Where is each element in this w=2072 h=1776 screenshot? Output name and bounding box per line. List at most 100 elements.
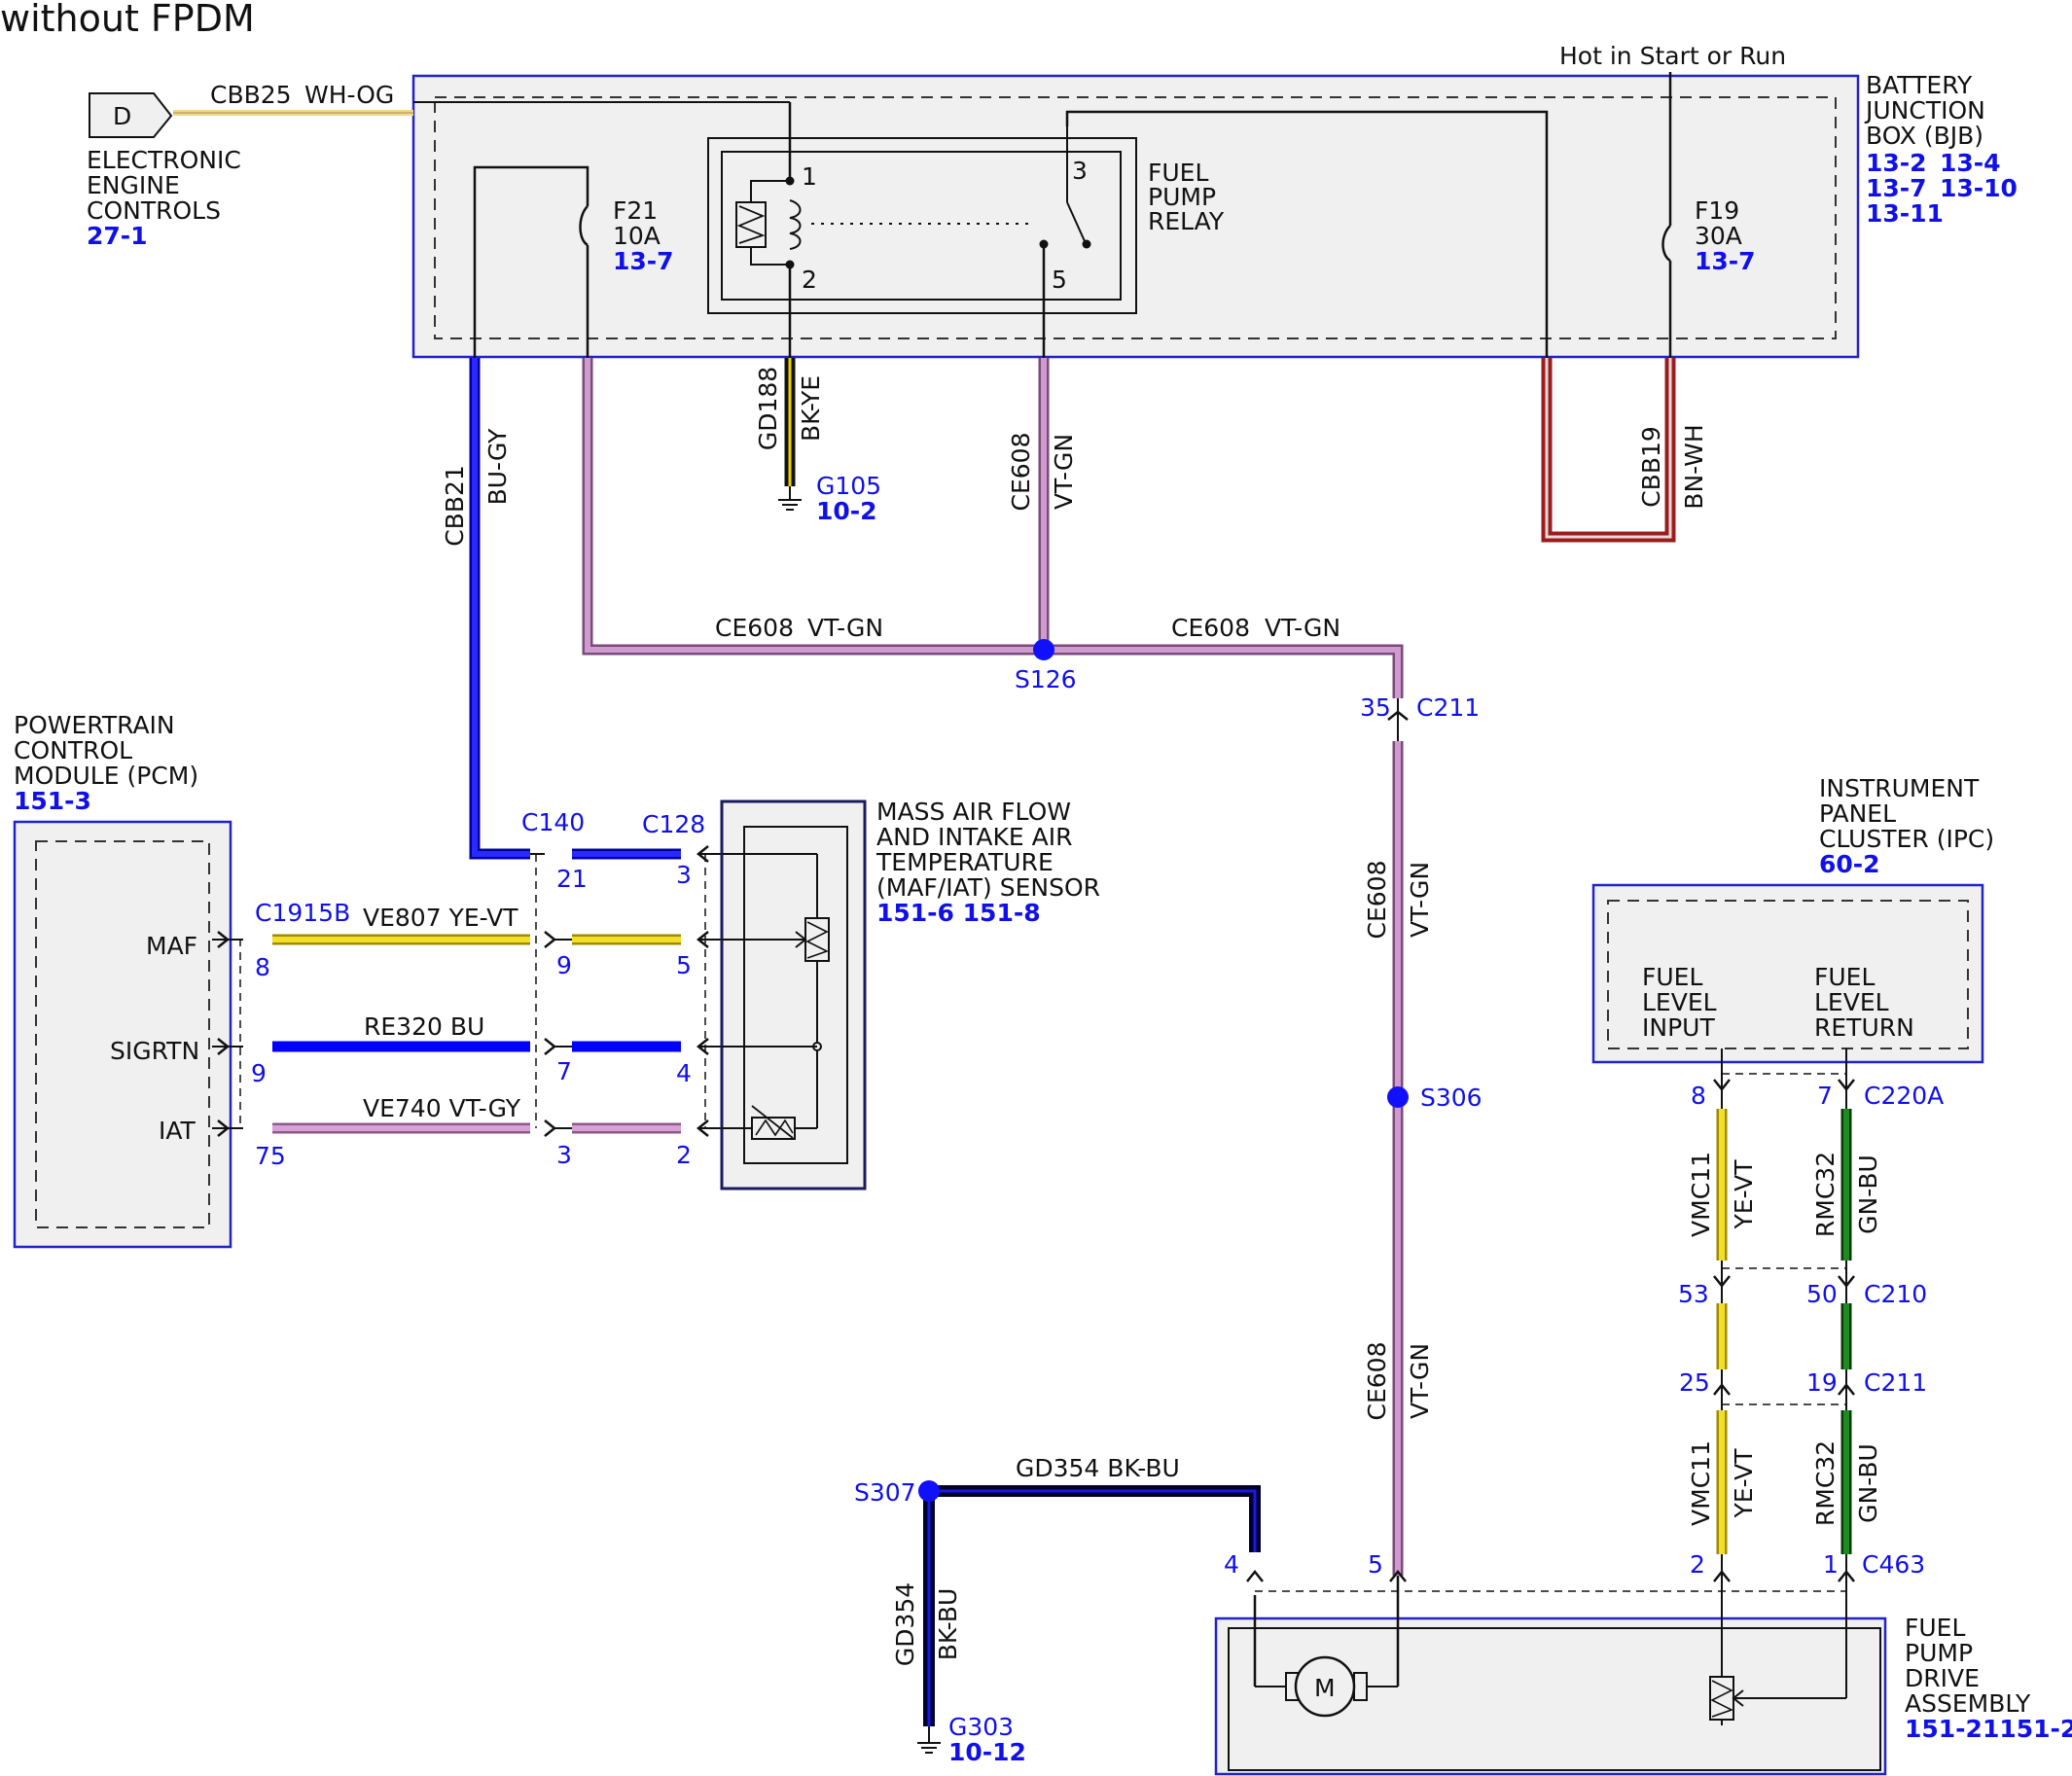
fpda-refs: 151-21151-22 — [1905, 1715, 2072, 1743]
wire-gd354-horizontal — [929, 1489, 1257, 1552]
wire-ce608-lower1-id: CE608 — [1363, 861, 1391, 940]
connector-c210: C210 — [1864, 1280, 1927, 1308]
ipc-input-1: FUEL — [1642, 963, 1702, 991]
splice-s306-label: S306 — [1420, 1083, 1483, 1112]
c140-pin-7: 7 — [556, 1057, 572, 1085]
hot-in-start-run-label: Hot in Start or Run — [1559, 42, 1786, 70]
wire-rmc32-a-color: GN-BU — [1854, 1154, 1882, 1234]
instrument-panel-cluster: INSTRUMENT PANEL CLUSTER (IPC) 60-2 FUEL… — [1591, 774, 1994, 1064]
wire-gd188-color: BK-YE — [797, 375, 825, 442]
chev-c1915b-iat — [217, 1119, 231, 1137]
wire-ce608-vertical-color: VT-GN — [1050, 434, 1078, 510]
iat-thermistor-icon — [751, 1117, 796, 1140]
wire-ce608-left-color: VT-GN — [807, 614, 883, 642]
powertrain-control-module: POWERTRAIN CONTROL MODULE (PCM) 151-3 MA… — [13, 711, 350, 1249]
ground-g303-name: G303 — [948, 1713, 1014, 1741]
pcm-inner-dashed — [35, 840, 210, 1228]
connector-chevrons-left — [217, 845, 709, 1137]
relay-switch-arm — [1066, 201, 1086, 242]
wire-ce608-left-id: CE608 — [715, 614, 794, 642]
relay-pin-1: 1 — [802, 162, 817, 191]
sender-wiper-arrow — [1732, 1689, 1744, 1707]
wire-cbb19-color: BN-WH — [1680, 424, 1708, 509]
maf-label-1: MASS AIR FLOW — [876, 798, 1071, 826]
splice-s306 — [1387, 1086, 1409, 1108]
maf-label-2: AND INTAKE AIR — [876, 823, 1073, 851]
bjb-ref-1: 13-2 — [1866, 149, 1927, 177]
connector-c220a: C220A — [1864, 1082, 1944, 1110]
wire-ce608-lower1-color: VT-GN — [1406, 862, 1434, 938]
wire-cbb21 — [472, 358, 530, 857]
c128-pin-5: 5 — [676, 951, 692, 979]
f21-name: F21 — [613, 196, 658, 225]
motor-right-terminal — [1353, 1672, 1398, 1701]
wire-gd354-v-color: BK-BU — [934, 1588, 962, 1661]
maf-label-4: (MAF/IAT) SENSOR — [876, 873, 1100, 902]
relay-pin-2: 2 — [802, 266, 817, 294]
connector-c128: C128 — [642, 810, 705, 838]
c211-bottom-pin-25: 25 — [1679, 1368, 1710, 1397]
bjb-label-2: JUNCTION — [1864, 96, 1985, 124]
c211-bottom-pin-19: 19 — [1806, 1368, 1838, 1397]
chev-c211-19 — [1838, 1382, 1855, 1396]
wire-gd354-h-label: GD354 BK-BU — [1016, 1454, 1180, 1482]
relay-label-3: RELAY — [1148, 207, 1225, 235]
chev-c220a-7 — [1838, 1079, 1855, 1092]
wire-ve740-label: VE740 VT-GY — [363, 1094, 521, 1122]
c210-pin-50: 50 — [1806, 1280, 1838, 1308]
pcm-label-1: POWERTRAIN — [14, 711, 175, 739]
c211-top-chevron — [1387, 710, 1409, 721]
wire-ve807-label: VE807 YE-VT — [363, 904, 518, 932]
pcm-frame — [13, 820, 232, 1249]
fpda-label-1: FUEL — [1905, 1614, 1965, 1642]
eec-connector-letter: D — [113, 102, 131, 130]
wire-cbb25-id: CBB25 — [210, 81, 292, 109]
pcm-pin-iat: 75 — [255, 1142, 286, 1170]
bjb-ref-3: 13-7 — [1866, 174, 1927, 202]
ipc-input-2: LEVEL — [1642, 988, 1717, 1016]
iat-variable-arrow — [751, 1105, 794, 1139]
c211-top-pin: 35 — [1360, 693, 1391, 722]
wire-rmc32-a-id: RMC32 — [1811, 1152, 1840, 1237]
pcm-pin-sigrtn: 9 — [251, 1059, 267, 1087]
wire-ce608-right-color: VT-GN — [1265, 614, 1340, 642]
wire-ce608-lower2-id: CE608 — [1363, 1342, 1391, 1421]
maf-sensor-zigzag — [805, 921, 830, 959]
ground-g105-ref: 10-2 — [816, 497, 877, 525]
wire-vmc11-b-color: YE-VT — [1730, 1448, 1758, 1519]
c220a-pin-8: 8 — [1691, 1082, 1706, 1110]
wire-cbb21-id: CBB21 — [441, 465, 469, 547]
wire-rmc32-b-id: RMC32 — [1811, 1440, 1840, 1526]
chev-c463-5 — [1389, 1569, 1407, 1582]
eec-label-2: ENGINE — [87, 171, 180, 199]
ipc-return-3: RETURN — [1814, 1013, 1914, 1042]
motor-label: M — [1314, 1674, 1336, 1702]
bjb-ref-2: 13-4 — [1940, 149, 2001, 177]
splice-s126 — [1033, 639, 1054, 660]
ipc-return-1: FUEL — [1814, 963, 1875, 991]
ipc-return-2: LEVEL — [1814, 988, 1889, 1016]
ipc-input-3: INPUT — [1642, 1013, 1715, 1042]
relay-switch-contact — [1082, 239, 1091, 249]
f19-name: F19 — [1695, 196, 1739, 225]
fpda-label-3: DRIVE — [1905, 1664, 1980, 1692]
wire-re320-label: RE320 BU — [364, 1012, 484, 1041]
ipc-ref: 60-2 — [1819, 850, 1880, 878]
wire-ce608-vertical-id: CE608 — [1007, 433, 1035, 512]
ground-g303-icon — [917, 1726, 941, 1754]
chev-c140-iat — [544, 1119, 557, 1137]
connector-c211-top: C211 — [1416, 693, 1480, 722]
eec-label-3: CONTROLS — [87, 196, 221, 225]
c463-pin-2: 2 — [1690, 1550, 1705, 1579]
chev-c140-maf — [544, 931, 557, 948]
maf-label-3: TEMPERATURE — [875, 848, 1054, 876]
chev-c1915b-maf — [217, 931, 231, 948]
c210-pin-53: 53 — [1678, 1280, 1709, 1308]
bjb-inner-dashed — [434, 96, 1837, 339]
f19-ref: 13-7 — [1695, 247, 1756, 275]
relay-inner-box — [721, 151, 1122, 301]
f21-rating: 10A — [613, 222, 661, 250]
c463-pin-1: 1 — [1823, 1550, 1839, 1579]
wire-gd188-id: GD188 — [754, 367, 782, 450]
connector-c211-bottom: C211 — [1864, 1368, 1927, 1397]
